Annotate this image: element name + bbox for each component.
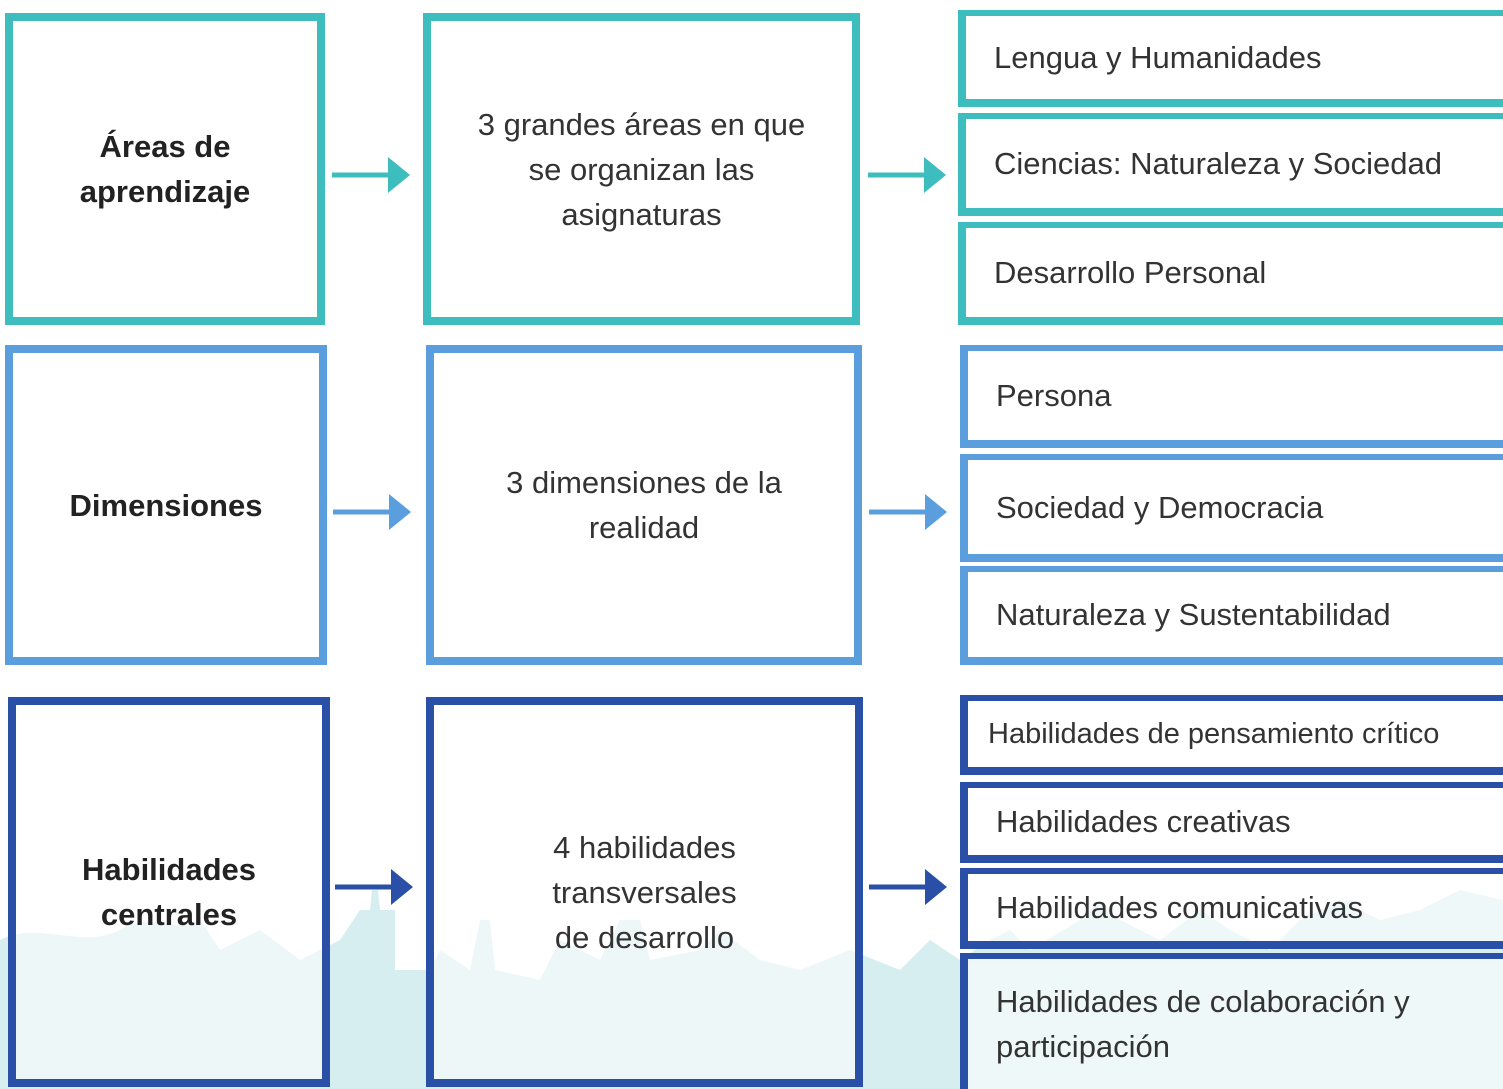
- arrow-icon: [335, 869, 413, 905]
- row-2-item: Sociedad y Democracia: [960, 454, 1503, 562]
- row-2-title-box: Dimensiones: [5, 345, 327, 665]
- row-3-title: Habilidades centrales: [82, 852, 256, 932]
- row-2-item: Persona: [960, 345, 1503, 448]
- arrow-icon: [868, 157, 946, 193]
- row-3-description-box: 4 habilidades transversales de desarroll…: [426, 697, 863, 1087]
- row-1-title-box: Áreas de aprendizaje: [5, 13, 325, 325]
- row-3-title-box: Habilidades centrales: [8, 697, 330, 1087]
- arrow-icon: [869, 494, 947, 530]
- arrow-icon: [332, 157, 410, 193]
- row-3-item: Habilidades de pensamiento crítico: [960, 695, 1503, 775]
- row-2-description: 3 dimensiones de la realidad: [506, 465, 782, 545]
- row-1-item: Desarrollo Personal: [958, 222, 1503, 325]
- row-1-description: 3 grandes áreas en que se organizan las …: [477, 106, 806, 232]
- row-3-item: Habilidades de colaboración y participac…: [960, 953, 1503, 1089]
- row-1-description-box: 3 grandes áreas en que se organizan las …: [423, 13, 860, 325]
- row-2-item: Naturaleza y Sustentabilidad: [960, 566, 1503, 665]
- arrow-icon: [333, 494, 411, 530]
- row-1-item: Lengua y Humanidades: [958, 10, 1503, 107]
- row-3-item: Habilidades comunicativas: [960, 868, 1503, 949]
- row-1-title: Áreas de aprendizaje: [79, 129, 251, 209]
- row-3-item: Habilidades creativas: [960, 782, 1503, 863]
- row-1-item: Ciencias: Naturaleza y Sociedad: [958, 113, 1503, 216]
- arrow-icon: [869, 869, 947, 905]
- row-2-title: Dimensiones: [69, 487, 263, 523]
- row-2-description-box: 3 dimensiones de la realidad: [426, 345, 862, 665]
- row-3-description: 4 habilidades transversales de desarroll…: [552, 829, 737, 955]
